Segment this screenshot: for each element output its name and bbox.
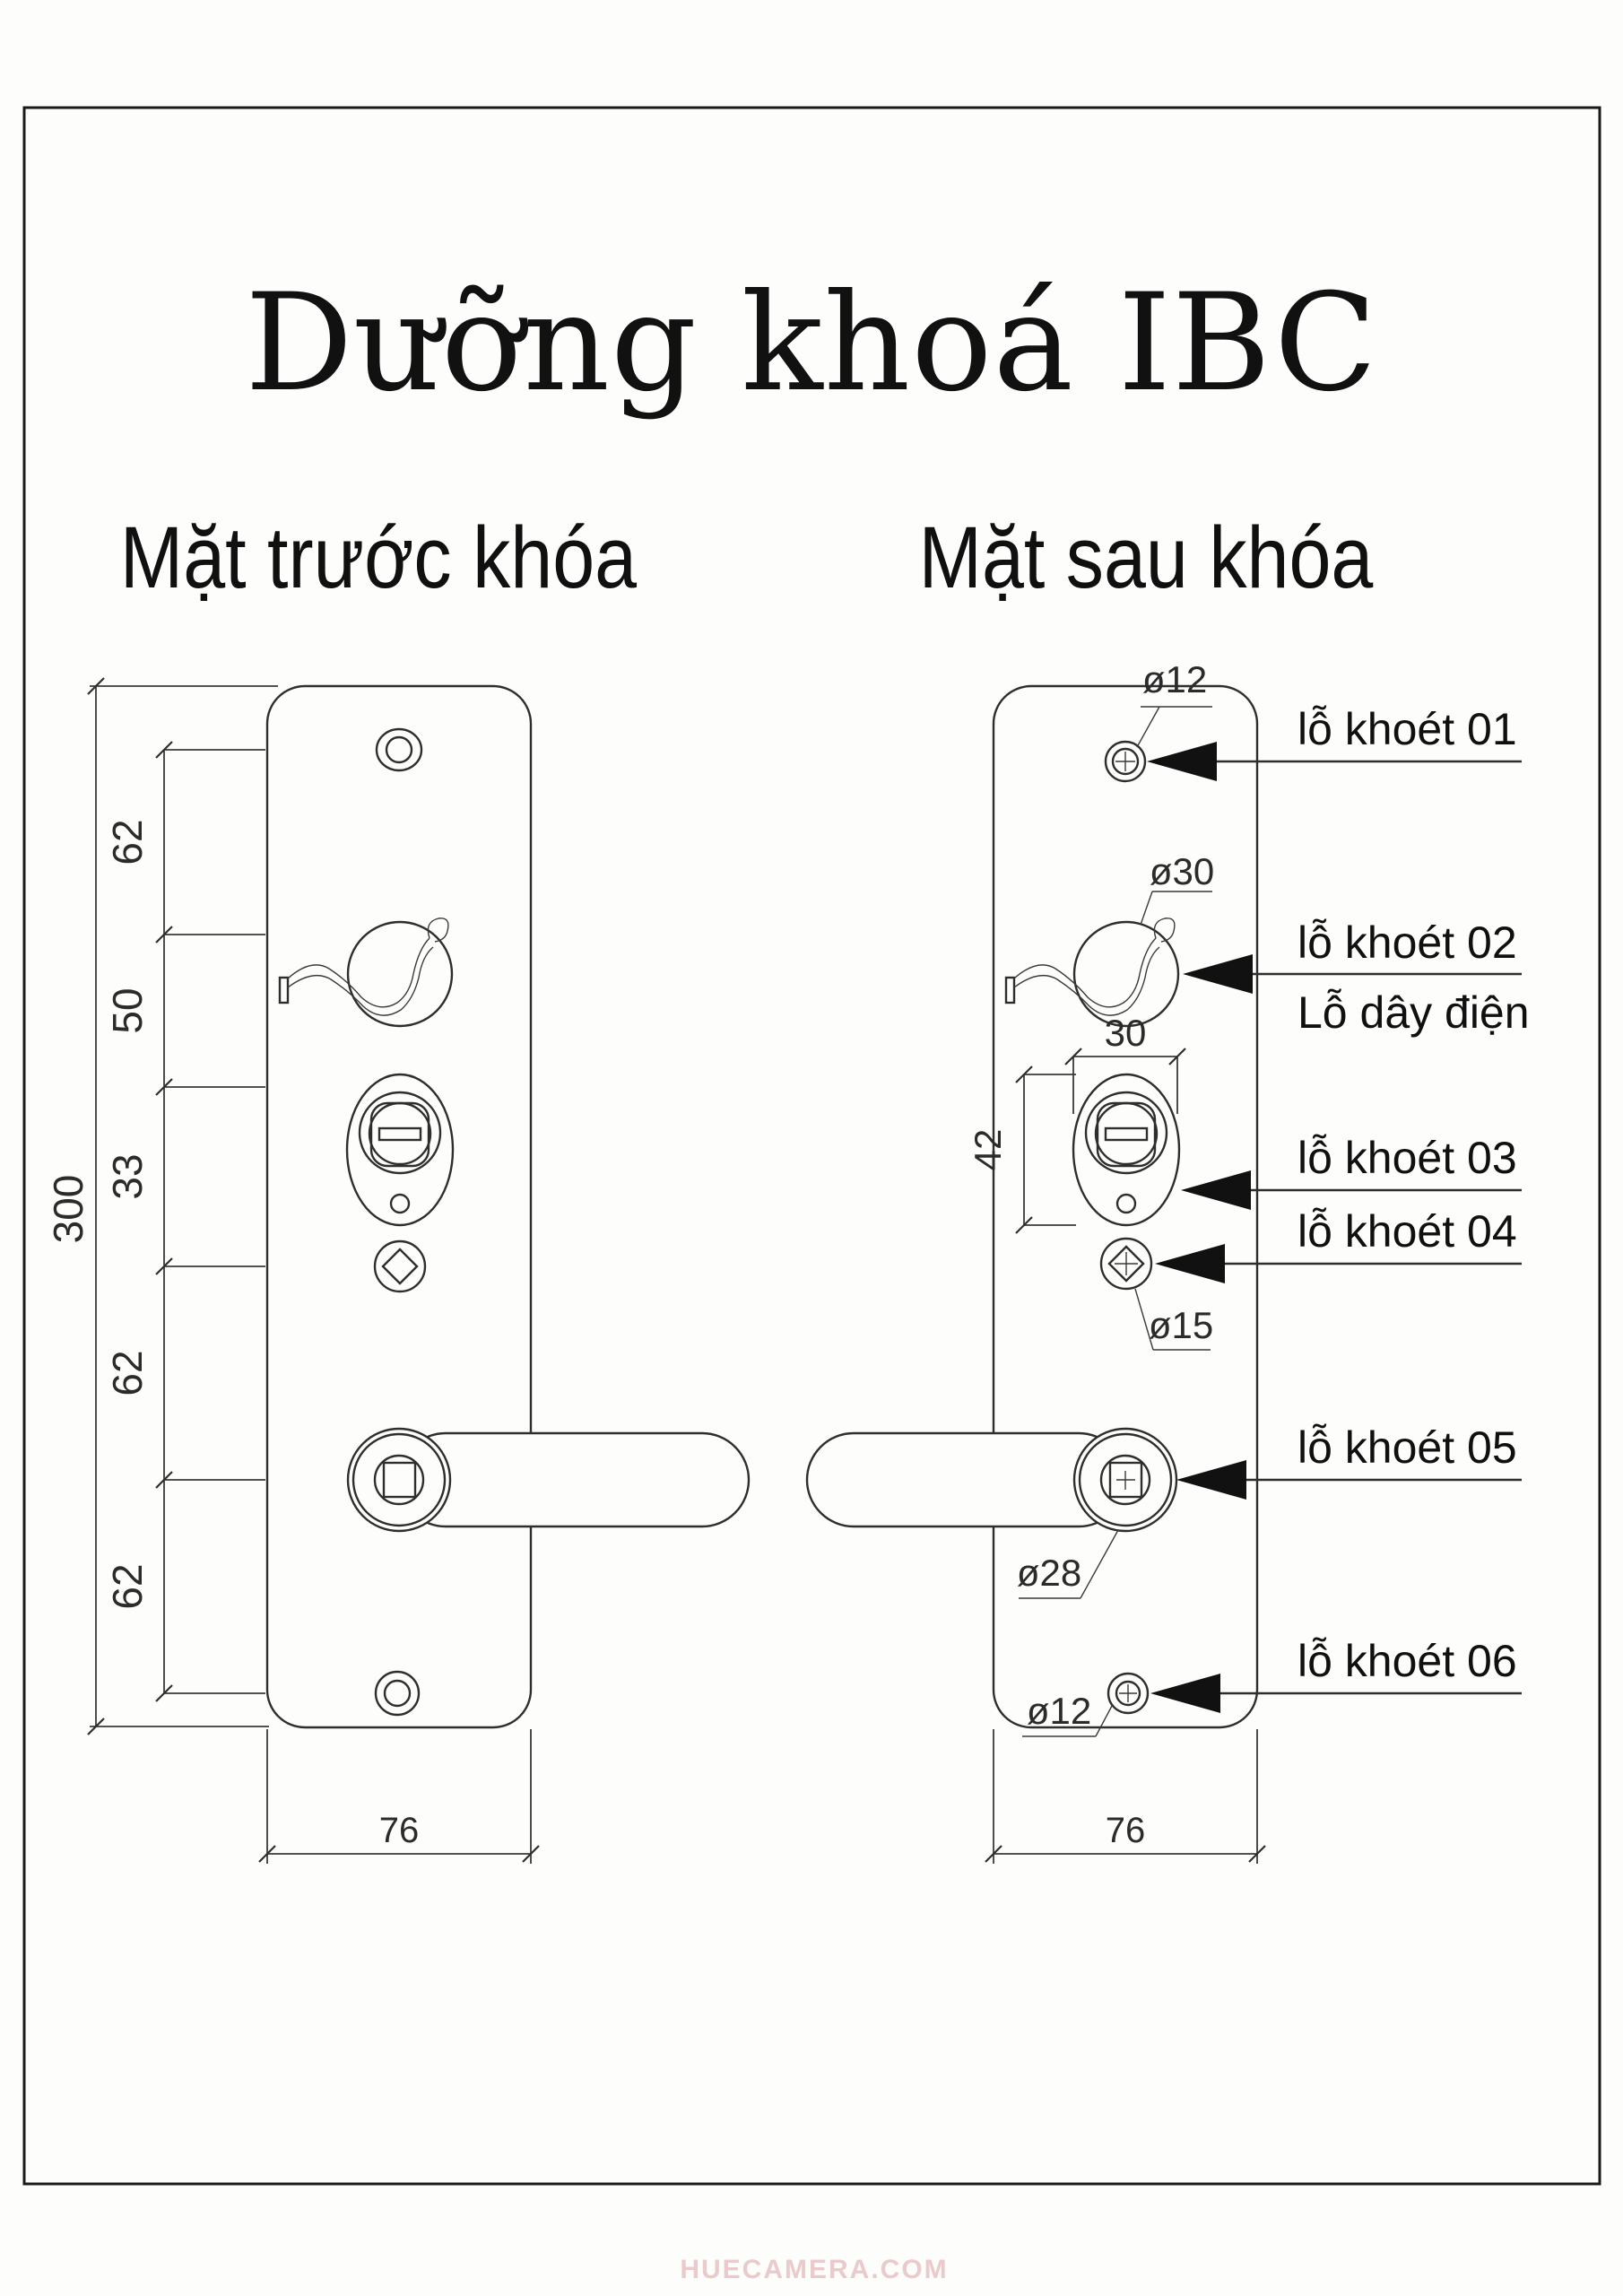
back-hole-02: ø30 xyxy=(1004,850,1214,1028)
back-dia-04-text: ø15 xyxy=(1149,1304,1213,1346)
callout-label-05: lỗ khoét 05 xyxy=(1298,1422,1517,1473)
front-dim-chain: 62 50 33 62 62 xyxy=(104,741,265,1702)
back-hole-04: ø15 xyxy=(1099,1237,1213,1351)
callout-04: lỗ khoét 04 xyxy=(1155,1206,1522,1283)
front-diamond-hole xyxy=(373,1239,427,1293)
front-overall-dim-text: 300 xyxy=(45,1175,91,1244)
front-top-screw-hole xyxy=(375,727,423,772)
drawing-title: Dưỡng khoá IBC xyxy=(245,265,1378,422)
back-dia-02-text: ø30 xyxy=(1150,850,1214,892)
back-oval-height-text: 42 xyxy=(967,1129,1009,1171)
back-dim-oval-width: 30 xyxy=(1064,1012,1186,1114)
front-dim-width: 76 xyxy=(258,1729,540,1864)
callout-arrow-03-icon xyxy=(1181,1170,1251,1210)
callout-05: lỗ khoét 05 xyxy=(1176,1422,1522,1500)
callout-arrow-02-icon xyxy=(1183,954,1253,994)
front-dim-overall: 300 xyxy=(45,677,278,1735)
callout-arrow-05-icon xyxy=(1176,1460,1246,1500)
back-width-dim-text: 76 xyxy=(1106,1811,1146,1850)
callout-06: lỗ khoét 06 xyxy=(1150,1636,1522,1713)
callout-label-03: lỗ khoét 03 xyxy=(1298,1133,1517,1183)
back-lever-handle: ø28 xyxy=(805,1427,1178,1599)
callout-arrow-06-icon xyxy=(1150,1674,1220,1713)
back-dim-oval-height: 42 xyxy=(967,1065,1076,1234)
callout-arrow-01-icon xyxy=(1147,742,1217,781)
front-seg-dim-3: 33 xyxy=(104,1153,151,1199)
callout-01: lỗ khoét 01 xyxy=(1147,704,1522,781)
back-dia-06-text: ø12 xyxy=(1027,1690,1091,1732)
callout-label-02: lỗ khoét 02 xyxy=(1298,918,1517,968)
callout-arrow-04-icon xyxy=(1155,1244,1225,1283)
back-dia-05-text: ø28 xyxy=(1017,1552,1081,1594)
front-bottom-screw-hole xyxy=(374,1670,421,1717)
front-seg-dim-1: 62 xyxy=(104,819,151,865)
callout-03: lỗ khoét 03 xyxy=(1181,1133,1522,1210)
back-hole-01: ø12 xyxy=(1104,658,1212,783)
front-seg-dim-2: 50 xyxy=(104,987,151,1033)
back-hole-03 xyxy=(1072,1073,1181,1227)
front-lever-handle xyxy=(346,1427,751,1533)
callout-label-04: lỗ khoét 04 xyxy=(1298,1206,1517,1257)
callout-sublabel-02: Lỗ dây điện xyxy=(1298,987,1530,1038)
back-dia-01-text: ø12 xyxy=(1142,658,1207,700)
callout-label-01: lỗ khoét 01 xyxy=(1298,704,1517,754)
callout-02: lỗ khoét 02 Lỗ dây điện xyxy=(1183,918,1530,1038)
front-seg-dim-5: 62 xyxy=(104,1563,151,1609)
back-view: ø12 ø30 30 xyxy=(805,658,1266,1864)
front-thumbturn-hole xyxy=(345,1073,455,1227)
front-width-dim-text: 76 xyxy=(379,1811,420,1850)
back-dim-width: 76 xyxy=(985,1729,1266,1864)
front-wire-hole xyxy=(278,918,454,1028)
back-oval-width-text: 30 xyxy=(1105,1012,1147,1054)
page-border xyxy=(22,106,1601,2186)
watermark-text: HUECAMERA.COM xyxy=(680,2255,949,2284)
back-view-heading: Mặt sau khóa xyxy=(918,509,1374,606)
front-seg-dim-4: 62 xyxy=(104,1350,151,1396)
back-hole-06: ø12 xyxy=(1022,1672,1150,1737)
front-view: 300 62 50 33 62 62 xyxy=(45,677,751,1864)
callout-label-06: lỗ khoét 06 xyxy=(1298,1636,1517,1686)
front-view-heading: Mặt trước khóa xyxy=(119,509,638,606)
